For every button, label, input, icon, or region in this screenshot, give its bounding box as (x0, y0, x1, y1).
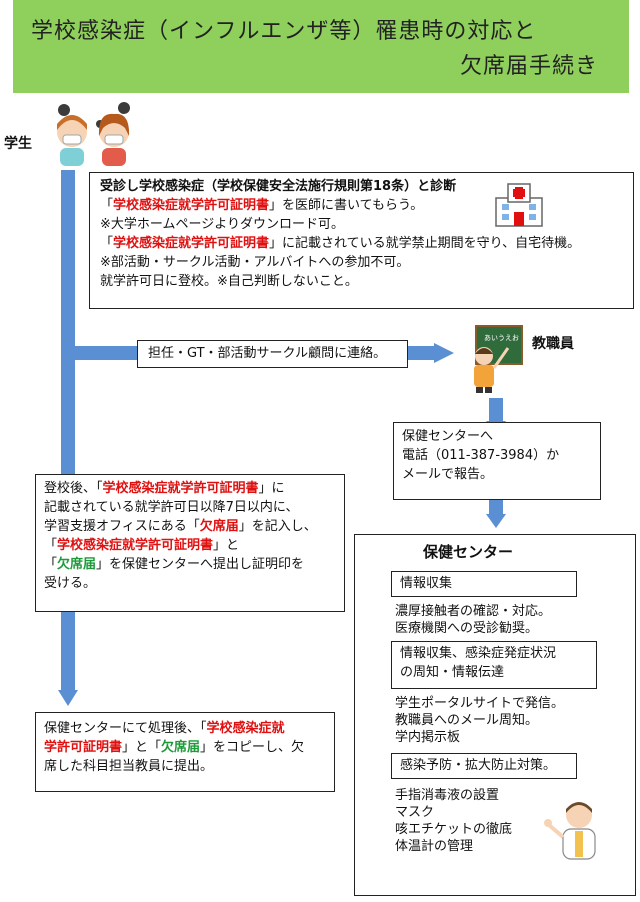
nurse-icon (544, 802, 596, 860)
copy-line3: 席した科目担当教員に提出。 (44, 759, 214, 774)
hc-sec3-item: 体温計の管理 (395, 839, 474, 854)
diagnosis-line3: ※大学ホームページよりダウンロード可。 (100, 217, 344, 232)
hc-sec1-title: 情報収集 (391, 571, 577, 597)
submit-line6: 受ける。 (44, 576, 97, 591)
copy-line1: 保健センターにて処理後、「学校感染症就 (44, 721, 285, 736)
report-line3: メールで報告。 (402, 467, 494, 482)
report-line2: 電話（011-387-3984）か (402, 448, 560, 463)
main-flow-line (61, 170, 75, 690)
diagnosis-line2: 「学校感染症就学許可証明書」を医師に書いてもらう。 (100, 198, 424, 213)
hc-sec3-item: 手指消毒液の設置 (395, 788, 500, 803)
hospital-icon (495, 183, 543, 227)
health-center-box: 保健センター 情報収集 濃厚接触者の確認・対応。 医療機関への受診勧奨。 情報収… (354, 534, 636, 896)
submit-line2: 記載されている就学許可日以降7日以内に、 (44, 500, 299, 515)
hc-sec3-title: 感染予防・拡大防止対策。 (391, 753, 577, 779)
title-line2: 欠席届手続き (460, 54, 599, 79)
hc-sec2-item: 教職員へのメール周知。 (395, 713, 539, 728)
health-center-title: 保健センター (423, 543, 514, 561)
staff-label: 教職員 (532, 336, 574, 352)
report-down-arrowhead (486, 514, 506, 528)
hc-sec3-item: 咳エチケットの徹底 (395, 822, 513, 837)
submit-line1: 登校後、「学校感染症就学許可証明書」に (44, 481, 285, 496)
svg-text:あいうえお: あいうえお (484, 334, 519, 342)
contact-arrowhead (434, 343, 454, 363)
diagnosis-line5: ※部活動・サークル活動・アルバイトへの参加不可。 (100, 255, 410, 270)
report-down-line (489, 500, 503, 516)
submit-line4: 「学校感染症就学許可証明書」と (44, 538, 240, 553)
hc-sec2-item: 学内掲示板 (395, 730, 461, 745)
staff-down-line (489, 398, 503, 422)
contact-branch-line-right (408, 346, 434, 360)
hc-sec1-item: 医療機関への受診勧奨。 (395, 621, 539, 636)
teacher-icon: あいうえお (474, 325, 523, 393)
submit-line3: 学習支援オフィスにある「欠席届」を記入し、 (44, 519, 317, 534)
hc-sec2-list: 学生ポータルサイトで発信。 教職員へのメール周知。 学内掲示板 (395, 695, 564, 746)
diagnosis-box: 受診し学校感染症（学校保健安全法施行規則第18条）と診断 「学校感染症就学許可証… (89, 172, 634, 309)
hc-sec1-item: 濃厚接触者の確認・対応。 (395, 604, 552, 619)
diagnosis-line6: 就学許可日に登校。※自己判断しないこと。 (100, 274, 358, 289)
hc-sec3-list: 手指消毒液の設置 マスク 咳エチケットの徹底 体温計の管理 (395, 787, 512, 855)
diagnosis-heading: 受診し学校感染症（学校保健安全法施行規則第18条）と診断 (100, 179, 457, 194)
hc-sec1-list: 濃厚接触者の確認・対応。 医療機関への受診勧奨。 (395, 603, 551, 637)
student-label: 学生 (4, 136, 32, 152)
report-line1: 保健センターへ (402, 429, 494, 444)
report-box: 保健センターへ 電話（011-387-3984）か メールで報告。 (393, 422, 601, 500)
submit-box: 登校後、「学校感染症就学許可証明書」に 記載されている就学許可日以降7日以内に、… (35, 474, 345, 612)
hc-sec2-title: 情報収集、感染症発症状況 の周知・情報伝達 (391, 641, 597, 689)
copy-box: 保健センターにて処理後、「学校感染症就 学許可証明書」と「欠席届」をコピーし、欠… (35, 712, 335, 792)
diagnosis-line4: 「学校感染症就学許可証明書」に記載されている就学禁止期間を守り、自宅待機。 (100, 236, 581, 251)
contact-branch-line-left (75, 346, 138, 360)
title-line1: 学校感染症（インフルエンザ等）罹患時の対応と (31, 19, 537, 44)
students-with-masks-icon (57, 102, 130, 166)
main-flow-arrowhead (58, 690, 78, 706)
contact-box: 担任・GT・部活動サークル顧問に連絡。 (137, 340, 408, 368)
title-banner: 学校感染症（インフルエンザ等）罹患時の対応と 欠席届手続き (13, 0, 629, 93)
hc-sec3-item: マスク (395, 805, 435, 820)
submit-line5: 「欠席届」を保健センターへ提出し証明印を (44, 557, 305, 572)
hc-sec2-item: 学生ポータルサイトで発信。 (395, 696, 565, 711)
copy-line2: 学許可証明書」と「欠席届」をコピーし、欠 (44, 740, 305, 755)
